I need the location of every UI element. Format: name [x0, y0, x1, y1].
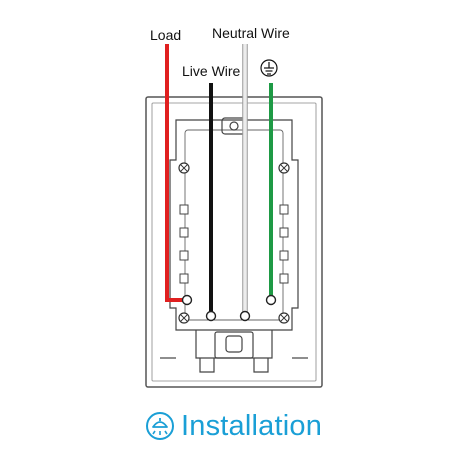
installation-light-icon [146, 412, 174, 440]
ground-symbol-icon [260, 59, 278, 77]
installation-title: Installation [181, 409, 323, 442]
installation-footer: Installation [145, 406, 322, 446]
neutral-wire-label: Neutral Wire [212, 25, 290, 41]
wire-terminals [181, 294, 277, 322]
wall-plate [145, 96, 323, 388]
load-label: Load [150, 27, 181, 43]
live-wire-label: Live Wire [182, 63, 241, 79]
left-terminal-slots [179, 204, 189, 284]
right-terminal-slots [279, 204, 289, 284]
wall-plate-inner [151, 102, 317, 382]
switch-bracket [160, 117, 308, 373]
load-wire [165, 44, 184, 302]
